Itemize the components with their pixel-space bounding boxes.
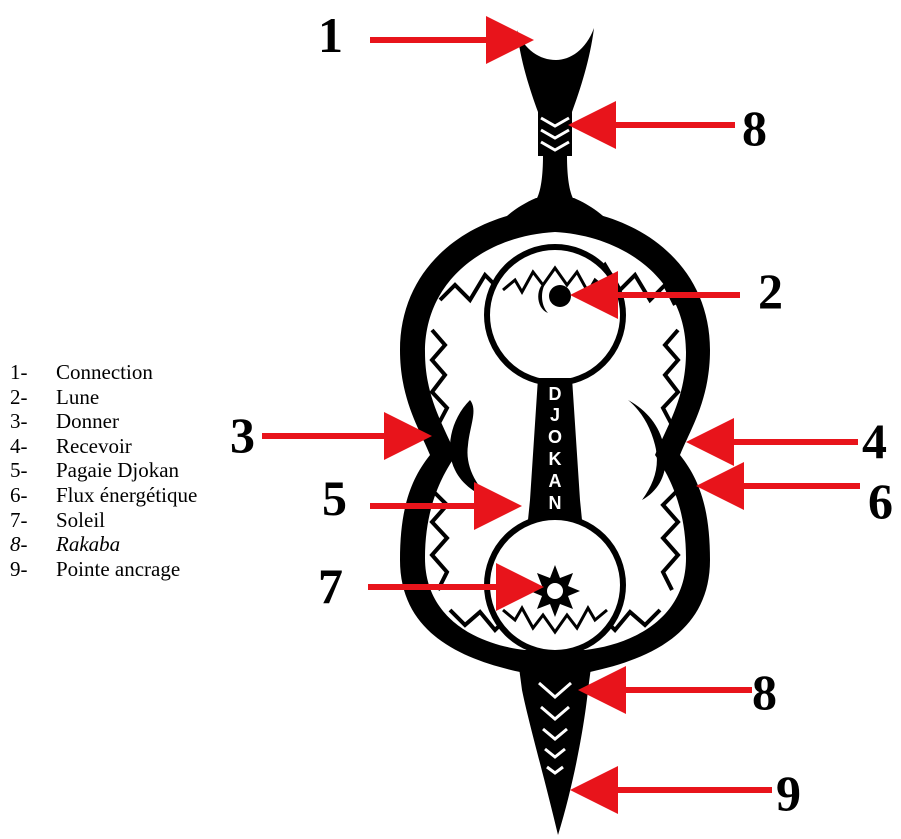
legend-label: Recevoir	[56, 434, 132, 459]
legend-label: Flux énergétique	[56, 483, 197, 508]
callout-number-6: 6	[868, 473, 893, 529]
legend-label: Soleil	[56, 508, 105, 533]
legend-label: Connection	[56, 360, 153, 385]
legend-number: 6-	[10, 483, 56, 508]
legend-label: Lune	[56, 385, 99, 410]
legend-number: 8-	[10, 532, 56, 557]
callout-number-2: 2	[758, 263, 783, 319]
legend-item: 3-Donner	[10, 409, 197, 434]
legend-item: 2-Lune	[10, 385, 197, 410]
legend-item: 7-Soleil	[10, 508, 197, 533]
legend-number: 1-	[10, 360, 56, 385]
shaft-letter: O	[548, 427, 562, 447]
callout-number-8-bottom: 8	[752, 664, 777, 720]
legend-label: Rakaba	[56, 532, 120, 557]
legend-number: 5-	[10, 458, 56, 483]
shaft-letter: A	[549, 471, 562, 491]
paddle-neck	[536, 156, 574, 200]
legend-number: 3-	[10, 409, 56, 434]
legend: 1-Connection 2-Lune 3-Donner 4-Recevoir …	[10, 360, 197, 581]
legend-item: 4-Recevoir	[10, 434, 197, 459]
legend-item: 9-Pointe ancrage	[10, 557, 197, 582]
callout-number-4: 4	[862, 413, 887, 469]
callout-number-1: 1	[318, 7, 343, 63]
callout-number-5: 5	[322, 470, 347, 526]
legend-number: 4-	[10, 434, 56, 459]
paddle-figure: D J O K A N	[400, 28, 710, 835]
moon-dot	[549, 285, 571, 307]
legend-label: Pointe ancrage	[56, 557, 180, 582]
legend-item: 6-Flux énergétique	[10, 483, 197, 508]
shaft-letter: J	[550, 405, 560, 425]
legend-number: 7-	[10, 508, 56, 533]
legend-label: Pagaie Djokan	[56, 458, 179, 483]
shaft-letter: N	[549, 493, 562, 513]
legend-number: 9-	[10, 557, 56, 582]
legend-item: 1-Connection	[10, 360, 197, 385]
legend-item: 5-Pagaie Djokan	[10, 458, 197, 483]
legend-label: Donner	[56, 409, 119, 434]
shaft-letter: K	[549, 449, 562, 469]
callout-number-3: 3	[230, 407, 255, 463]
callout-number-9: 9	[776, 765, 801, 821]
callout-number-8-top: 8	[742, 100, 767, 156]
shaft-letter: D	[549, 384, 562, 404]
anchor-tip	[518, 660, 592, 835]
legend-item: 8-Rakaba	[10, 532, 197, 557]
legend-number: 2-	[10, 385, 56, 410]
connection-handle	[517, 28, 594, 112]
callout-number-7: 7	[318, 558, 343, 614]
djokan-shaft-letters: D J O K A N	[548, 384, 562, 513]
